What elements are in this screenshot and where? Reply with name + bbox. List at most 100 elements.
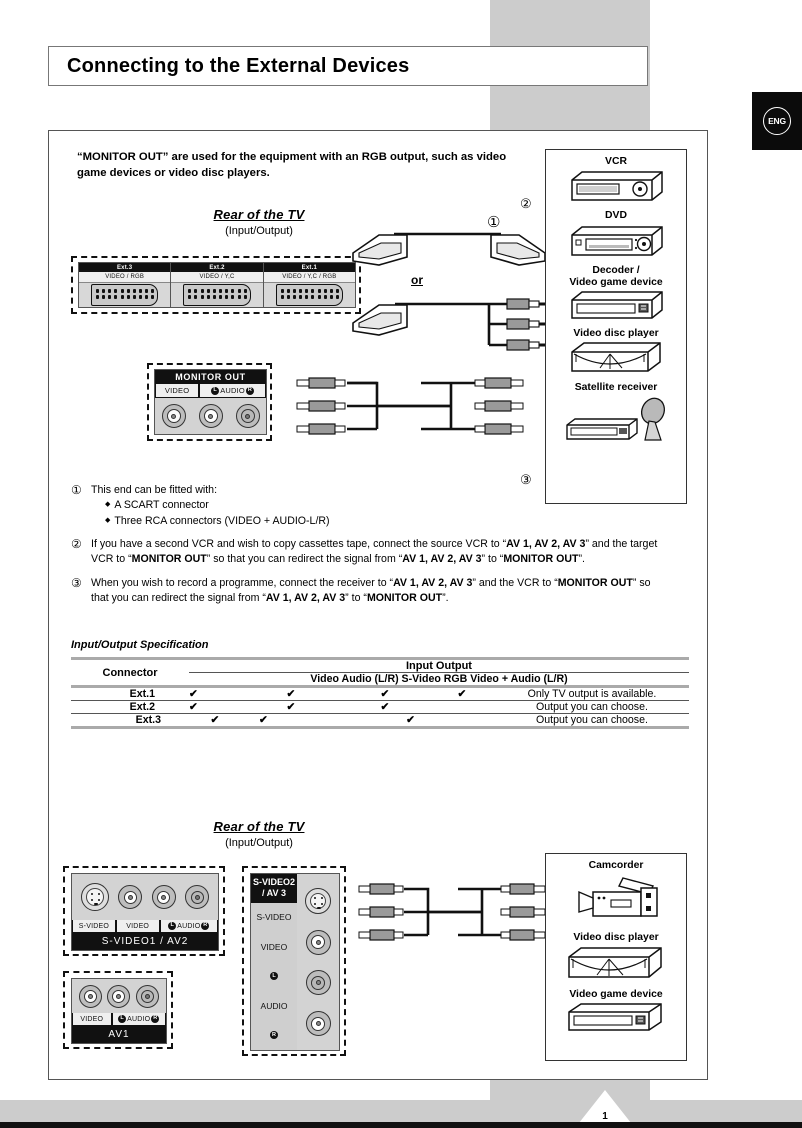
spec-row-3-audio: ✔ bbox=[259, 714, 268, 726]
scart-panel-group: Ext.3 VIDEO / RGB Ext.2 VIDEO / Y,C bbox=[71, 256, 361, 314]
scart-ext1-sub: VIDEO / Y,C / RGB bbox=[263, 272, 355, 283]
rca-plug-left-2 bbox=[358, 906, 404, 918]
rca-jack-audio-right bbox=[185, 885, 210, 909]
scart-ext2-title: Ext.2 bbox=[171, 263, 263, 272]
spec-header-divider bbox=[71, 672, 689, 673]
note-item-2: ② If you have a second VCR and wish to c… bbox=[71, 537, 671, 568]
audio-right-icon: R bbox=[270, 1031, 278, 1040]
spec-table-header-row: Connector Input Output bbox=[71, 660, 689, 679]
svideo1-av2-jacks bbox=[72, 874, 218, 920]
video-disc-player-icon bbox=[568, 947, 662, 978]
decoder-line-2: Video game device bbox=[569, 277, 663, 289]
scart-plug-right-top bbox=[490, 234, 546, 266]
svideo2-av3-title: S-VIDEO2 / AV 3 bbox=[251, 874, 297, 903]
spec-subheader-row: Video Audio (L/R) S-Video RGB Video + Au… bbox=[71, 673, 689, 685]
rca-jack-audio-right bbox=[136, 984, 160, 1008]
scart-ext2-sub: VIDEO / Y,C bbox=[171, 272, 263, 283]
eng-circle-icon: ENG bbox=[763, 107, 791, 135]
spec-table-top-rule bbox=[71, 657, 689, 660]
spec-subheader-line: Video Audio (L/R) S-Video RGB Video + Au… bbox=[310, 673, 568, 685]
spec-header-connector: Connector bbox=[102, 666, 158, 679]
rca-plug-1 bbox=[506, 298, 547, 310]
device-label-video-disc-player-bottom: Video disc player bbox=[573, 932, 659, 944]
spec-row-3-connector: Ext.3 bbox=[135, 714, 161, 726]
spec-row-2-video: ✔ bbox=[189, 701, 198, 713]
note-1-bullet-1-text: A SCART connector bbox=[114, 499, 209, 512]
rca-plug-left-3 bbox=[358, 929, 404, 941]
scart-plug-left-bottom bbox=[352, 304, 408, 336]
note-2-number: ② bbox=[71, 537, 82, 552]
note-1-number: ① bbox=[71, 483, 82, 497]
svideo2-label-audio-left: L bbox=[251, 961, 297, 991]
rca-jack-audio-left bbox=[151, 885, 176, 909]
device-label-video-game-device: Video game device bbox=[569, 988, 663, 1000]
marker-one-top: ① bbox=[487, 214, 501, 231]
spec-row-3-video: ✔ bbox=[210, 714, 220, 726]
rear-of-tv-title: Rear of the TV bbox=[213, 207, 305, 222]
svideo2-label-audio: AUDIO bbox=[251, 991, 297, 1021]
device-label-camcorder: Camcorder bbox=[588, 860, 644, 871]
av1-audio-text: AUDIO bbox=[127, 1015, 151, 1023]
svideo2-label-video: VIDEO bbox=[251, 932, 297, 962]
svideo1-av2-title: S-VIDEO1 / AV2 bbox=[72, 933, 218, 950]
svideo2-title-line-1: S-VIDEO2 bbox=[253, 877, 296, 887]
spec-row-2-audio: ✔ bbox=[286, 701, 296, 713]
device-label-video-disc-player: Video disc player bbox=[573, 327, 659, 339]
rca-jack-video bbox=[305, 929, 331, 955]
scart-socket-ext2 bbox=[171, 283, 262, 307]
svideo2-title-line-2: / AV 3 bbox=[261, 888, 286, 899]
diamond-bullet-icon: ◆ bbox=[105, 501, 111, 509]
scart-to-rca-cable-diagram bbox=[349, 293, 564, 355]
scart-connector-ext3: Ext.3 VIDEO / RGB bbox=[79, 263, 172, 307]
spec-row-2-connector: Ext.2 bbox=[129, 701, 155, 713]
note-1-text: This end can be fitted with: bbox=[91, 484, 218, 496]
decoder-line-1: Decoder / bbox=[592, 264, 640, 276]
rca-to-rca-cable-top bbox=[289, 371, 539, 441]
page-title: Connecting to the External Devices bbox=[67, 54, 410, 77]
audio-left-icon: L bbox=[118, 1015, 127, 1023]
spec-row-2-svideo: ✔ bbox=[380, 701, 390, 713]
spec-table: Connector Input Output Video Audio (L/R)… bbox=[71, 657, 689, 729]
video-disc-player-icon bbox=[571, 342, 661, 373]
device-label-vcr: VCR bbox=[605, 156, 627, 167]
svideo1-label-svideo: S-VIDEO bbox=[73, 920, 115, 932]
svideo2-jacks-column bbox=[297, 874, 339, 1050]
spec-row-3-svideo: ✔ bbox=[406, 714, 415, 726]
table-row: Ext.3 ✔ ✔ ✔ Output you can choose. bbox=[71, 714, 689, 726]
av1-title: AV1 bbox=[72, 1026, 166, 1043]
rear-of-tv-subtitle: (Input/Output) bbox=[225, 225, 293, 237]
spec-row-1-audio: ✔ bbox=[286, 688, 296, 700]
av1-label-video: VIDEO bbox=[73, 1013, 111, 1025]
page-title-bar: Connecting to the External Devices bbox=[48, 46, 648, 86]
spec-row-3-rgb bbox=[429, 714, 495, 726]
note-item-3: ③ When you wish to record a programme, c… bbox=[71, 576, 671, 607]
rca-jack-video bbox=[78, 984, 102, 1008]
spec-row-2-note: Output you can choose. bbox=[536, 701, 648, 713]
language-badge: ENG bbox=[752, 92, 802, 150]
satellite-receiver-icon bbox=[566, 397, 666, 441]
dvd-icon bbox=[571, 226, 663, 256]
note-item-1: ① This end can be fitted with: ◆A SCART … bbox=[71, 483, 671, 529]
rca-jack-audio-right bbox=[235, 404, 260, 428]
camcorder-icon bbox=[578, 877, 658, 918]
spec-row-1-svideo: ✔ bbox=[380, 688, 390, 700]
svideo2-label-svideo: S-VIDEO bbox=[251, 902, 297, 932]
rca-plug-right-2 bbox=[500, 906, 546, 918]
svideo2-av3-group: S-VIDEO2 / AV 3 S-VIDEO VIDEO L AUDIO R bbox=[242, 866, 346, 1056]
rca-plug-right-2 bbox=[474, 400, 524, 412]
spec-row-1-video: ✔ bbox=[189, 688, 198, 700]
rca-to-rca-cable-bottom bbox=[354, 879, 554, 945]
spec-table-caption: Input/Output Specification bbox=[71, 639, 209, 651]
device-label-decoder: Decoder / Video game device bbox=[554, 265, 678, 290]
note-1-bullet-2-text: Three RCA connectors (VIDEO + AUDIO-L/R) bbox=[114, 514, 330, 527]
notes-list: ① This end can be fitted with: ◆A SCART … bbox=[71, 483, 671, 615]
or-label: or bbox=[411, 273, 423, 287]
rca-plug-3 bbox=[506, 339, 547, 351]
